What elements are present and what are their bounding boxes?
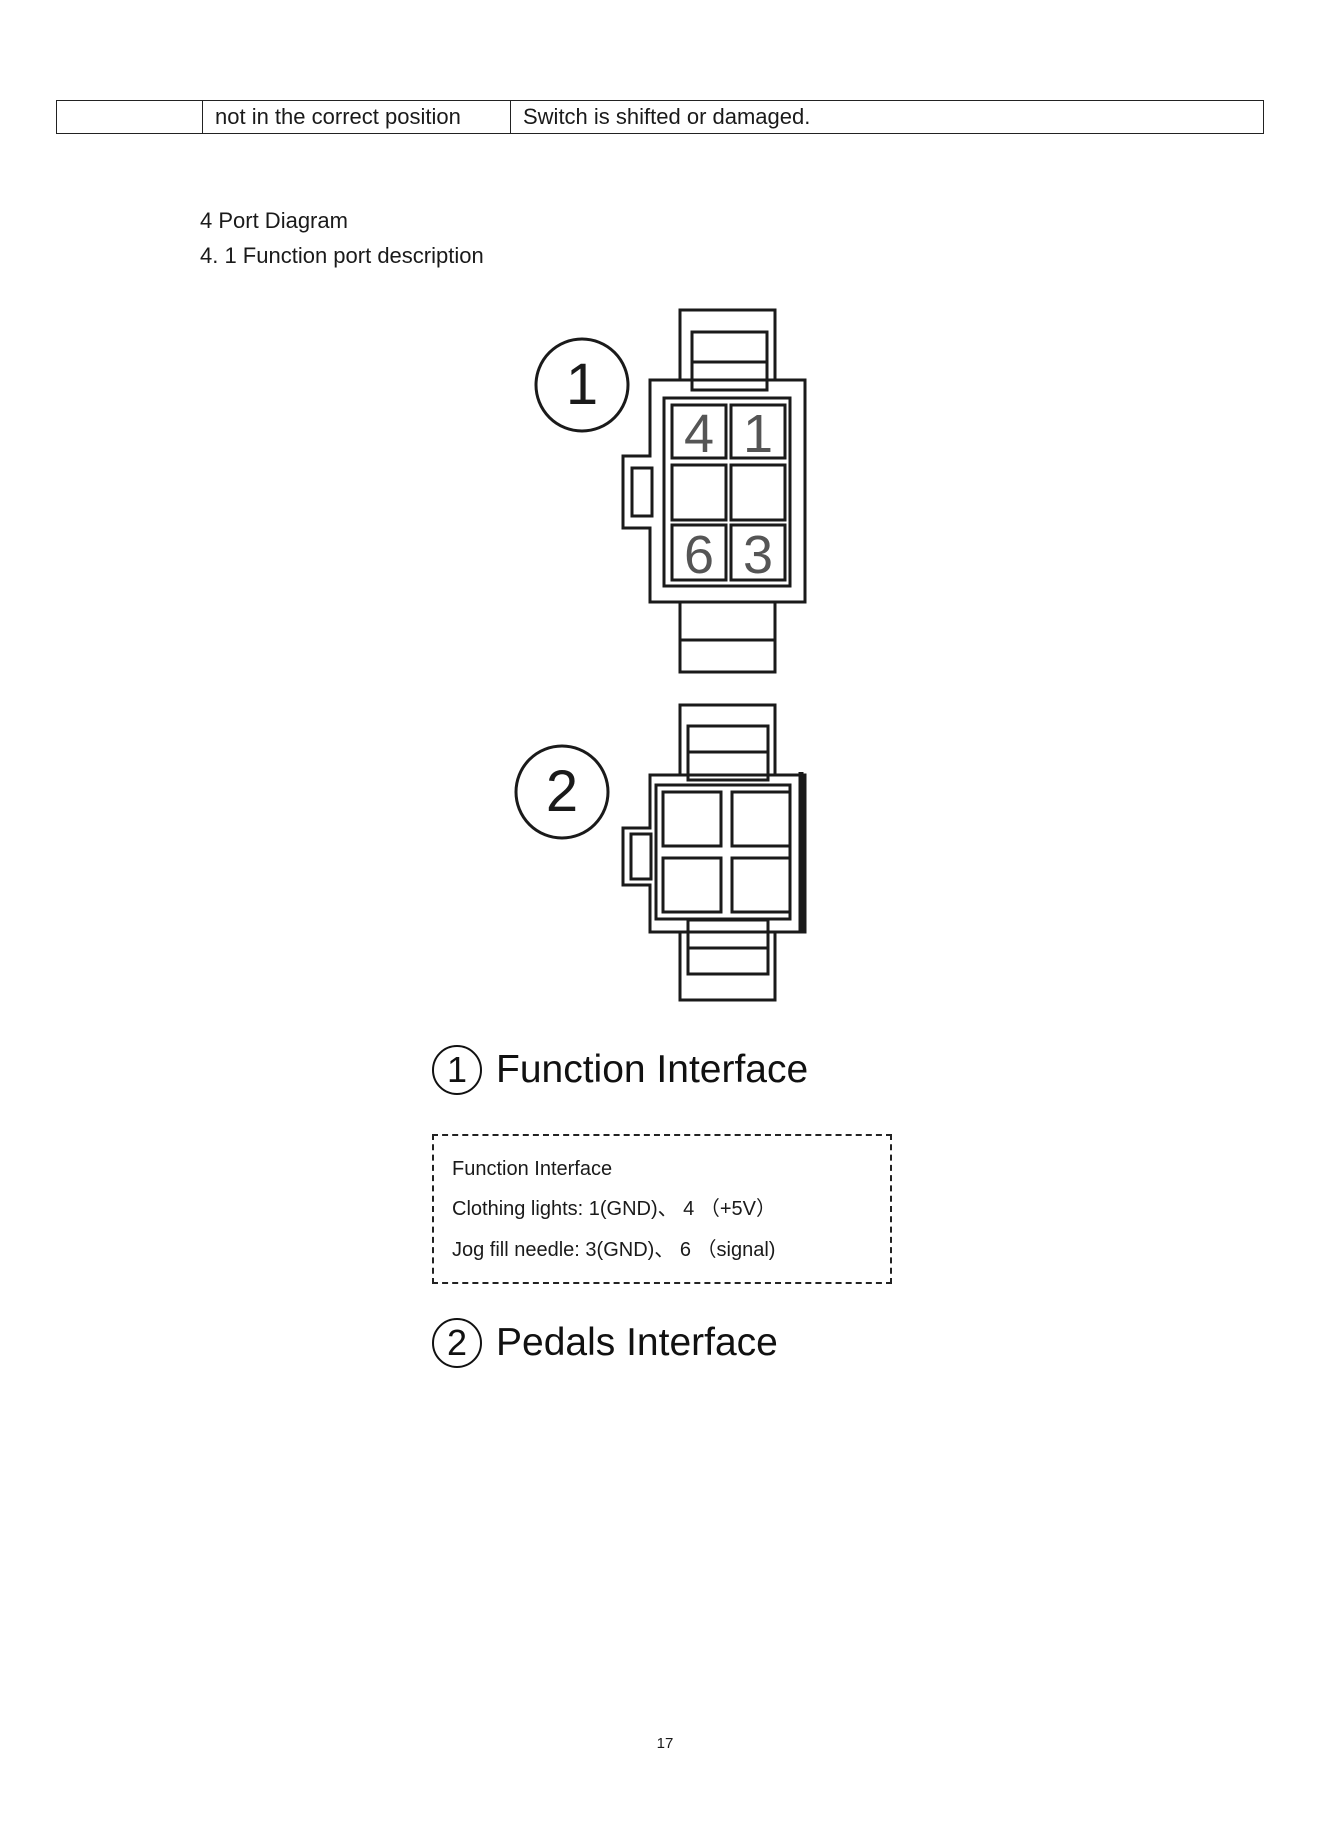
section-heading: 4 Port Diagram bbox=[200, 208, 348, 234]
pin-cell bbox=[663, 858, 721, 912]
connector-2-top-tab bbox=[680, 705, 775, 775]
page-number: 17 bbox=[650, 1735, 680, 1752]
table-cell-condition: not in the correct position bbox=[203, 101, 511, 133]
connector-2 bbox=[516, 705, 805, 1000]
table-cell-cause: Switch is shifted or damaged. bbox=[511, 101, 1263, 133]
pin-cell bbox=[732, 858, 790, 912]
connector-2-bottom-tab bbox=[680, 932, 775, 1000]
pedals-interface-label: Pedals Interface bbox=[496, 1321, 778, 1365]
table-cell-empty bbox=[57, 101, 203, 133]
pedals-interface-title: 2 Pedals Interface bbox=[432, 1318, 778, 1368]
function-box-title: Function Interface bbox=[452, 1158, 612, 1181]
pin-label-6: 6 bbox=[684, 525, 714, 585]
pedals-interface-marker: 2 bbox=[432, 1318, 482, 1368]
table-row: not in the correct position Switch is sh… bbox=[56, 100, 1264, 134]
pin-cell-empty bbox=[731, 465, 785, 520]
section-subheading: 4. 1 Function port description bbox=[200, 243, 484, 269]
pin-cell bbox=[663, 792, 721, 846]
function-interface-title: 1 Function Interface bbox=[432, 1045, 808, 1095]
function-interface-label: Function Interface bbox=[496, 1048, 808, 1092]
pin-cell bbox=[732, 792, 790, 846]
connector-1-bottom-tab bbox=[680, 602, 775, 672]
function-interface-marker: 1 bbox=[432, 1045, 482, 1095]
function-interface-box: Function Interface Clothing lights: 1(GN… bbox=[432, 1134, 892, 1284]
connector-1-top-tab bbox=[680, 310, 775, 380]
jog-needle-pins: Jog fill needle: 3(GND)、 6 （signal) bbox=[452, 1233, 775, 1262]
pin-label-1: 1 bbox=[743, 404, 773, 464]
pin-label-3: 3 bbox=[743, 525, 773, 585]
pin-cell-empty bbox=[672, 465, 726, 520]
pin-label-4: 4 bbox=[684, 404, 714, 464]
connector-1-marker: 1 bbox=[566, 352, 598, 417]
clothing-lights-pins: Clothing lights: 1(GND)、 4 （+5V） bbox=[452, 1192, 776, 1221]
connector-2-marker: 2 bbox=[546, 759, 578, 824]
